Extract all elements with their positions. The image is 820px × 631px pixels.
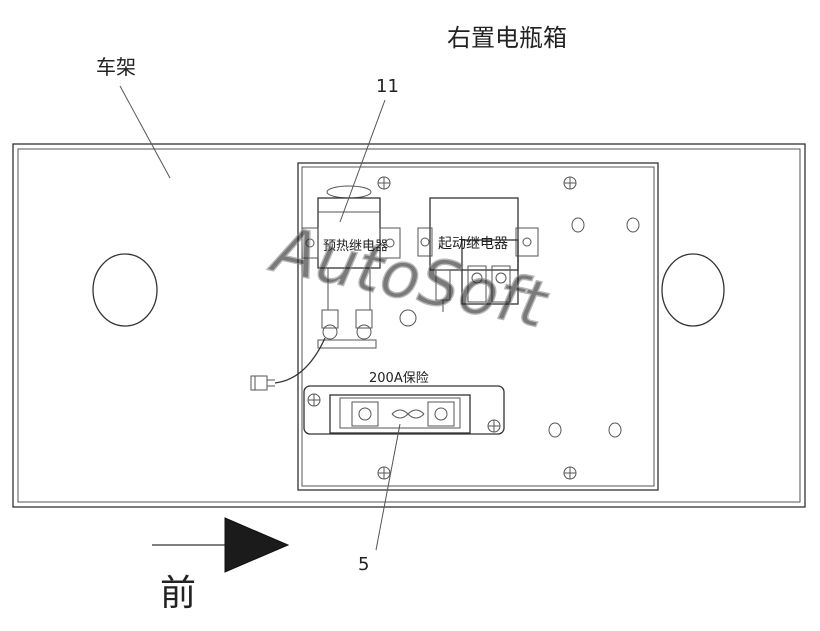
callout-5: 5 — [358, 554, 369, 575]
plate-hole — [571, 217, 585, 233]
mounting-plate — [297, 162, 659, 491]
start-relay-label: 起动继电器 — [438, 236, 508, 252]
front-direction-arrow — [152, 517, 290, 573]
plate-hole — [548, 422, 562, 438]
frame-label: 车架 — [96, 55, 136, 79]
plate-screw — [377, 466, 391, 480]
plate-screw — [377, 176, 391, 190]
fuse-label: 200A保险 — [369, 371, 429, 386]
plate-screw — [563, 176, 577, 190]
callout-5-leader — [375, 423, 401, 551]
callout-11-leader — [339, 99, 386, 223]
watermark-text: AutoSoft — [263, 213, 555, 344]
callout-11: 11 — [376, 76, 399, 97]
vehicle-frame — [12, 143, 806, 508]
diagram-title: 右置电瓶箱 — [447, 24, 567, 52]
frame-hole-right — [661, 253, 725, 327]
plate-hole — [626, 217, 640, 233]
frame-leader-line — [119, 85, 171, 179]
preheat-relay-label: 预热继电器 — [323, 239, 388, 254]
front-label: 前 — [160, 573, 196, 614]
plate-screw — [563, 466, 577, 480]
stud-terminal — [399, 309, 417, 327]
sensor-connector — [250, 337, 326, 391]
frame-hole-left — [92, 253, 158, 327]
plate-hole — [608, 422, 622, 438]
fuse-200a — [303, 385, 505, 435]
start-relay — [417, 197, 539, 312]
